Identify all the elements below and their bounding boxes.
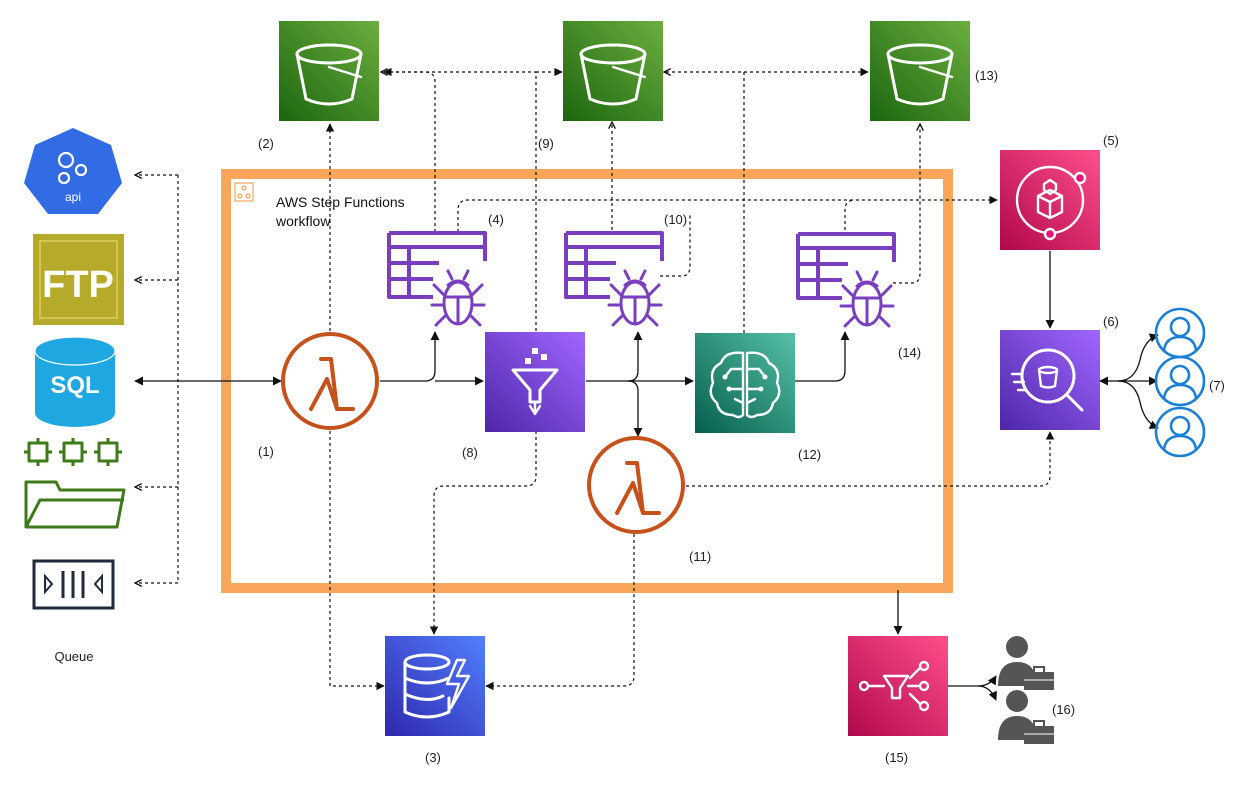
label-n8: (8) bbox=[462, 445, 478, 460]
user-icon bbox=[1154, 406, 1206, 458]
user-icon bbox=[1154, 307, 1206, 359]
service-catalog-icon bbox=[1000, 150, 1100, 250]
label-n7: (7) bbox=[1209, 378, 1225, 393]
glue-crawler-icon bbox=[387, 231, 487, 327]
sql-database-icon: SQL bbox=[34, 336, 116, 427]
lambda-icon bbox=[587, 436, 685, 534]
label-n15: (15) bbox=[885, 750, 908, 765]
api-label: api bbox=[65, 190, 81, 204]
sql-label: SQL bbox=[50, 372, 99, 399]
step-functions-icon bbox=[234, 182, 254, 202]
step-number-labels: (2) (9) (13) (5) (4) (10) (6) (14) (7) (… bbox=[258, 68, 1225, 765]
admin-user-icon bbox=[998, 636, 1054, 690]
label-n11: (11) bbox=[689, 549, 711, 564]
label-n10: (10) bbox=[664, 212, 687, 227]
workflow-title-line2: workflow bbox=[275, 213, 331, 229]
glue-databrew-icon bbox=[485, 332, 585, 432]
sns-icon bbox=[848, 636, 948, 736]
label-n1: (1) bbox=[258, 444, 274, 459]
connectors bbox=[134, 67, 1159, 701]
s3-bucket-icon bbox=[870, 21, 970, 121]
folder-chips-icon bbox=[24, 438, 126, 529]
ftp-label: FTP bbox=[42, 264, 114, 306]
api-icon: api bbox=[24, 128, 122, 214]
label-n5: (5) bbox=[1103, 133, 1119, 148]
label-n12: (12) bbox=[798, 447, 821, 462]
user-icon bbox=[1154, 355, 1206, 407]
queue-icon bbox=[32, 559, 115, 610]
label-n2: (2) bbox=[258, 136, 274, 151]
sagemaker-icon bbox=[695, 333, 795, 433]
ftp-icon: FTP bbox=[33, 234, 124, 325]
dynamodb-icon bbox=[385, 636, 485, 736]
athena-icon bbox=[1000, 330, 1100, 430]
label-n14: (14) bbox=[898, 345, 921, 360]
label-n16: (16) bbox=[1052, 702, 1075, 717]
glue-crawler-icon bbox=[564, 231, 664, 327]
workflow-title-line1: AWS Step Functions bbox=[276, 194, 405, 210]
s3-bucket-icon bbox=[279, 21, 379, 121]
admin-user-icon bbox=[998, 690, 1054, 744]
s3-bucket-icon bbox=[563, 21, 663, 121]
queue-label: Queue bbox=[54, 649, 93, 664]
lambda-icon bbox=[281, 332, 379, 430]
label-n13: (13) bbox=[975, 68, 998, 83]
label-n4: (4) bbox=[488, 212, 504, 227]
label-n6: (6) bbox=[1103, 314, 1119, 329]
label-n3: (3) bbox=[425, 750, 441, 765]
glue-crawler-icon bbox=[796, 232, 896, 328]
label-n9: (9) bbox=[538, 136, 554, 151]
